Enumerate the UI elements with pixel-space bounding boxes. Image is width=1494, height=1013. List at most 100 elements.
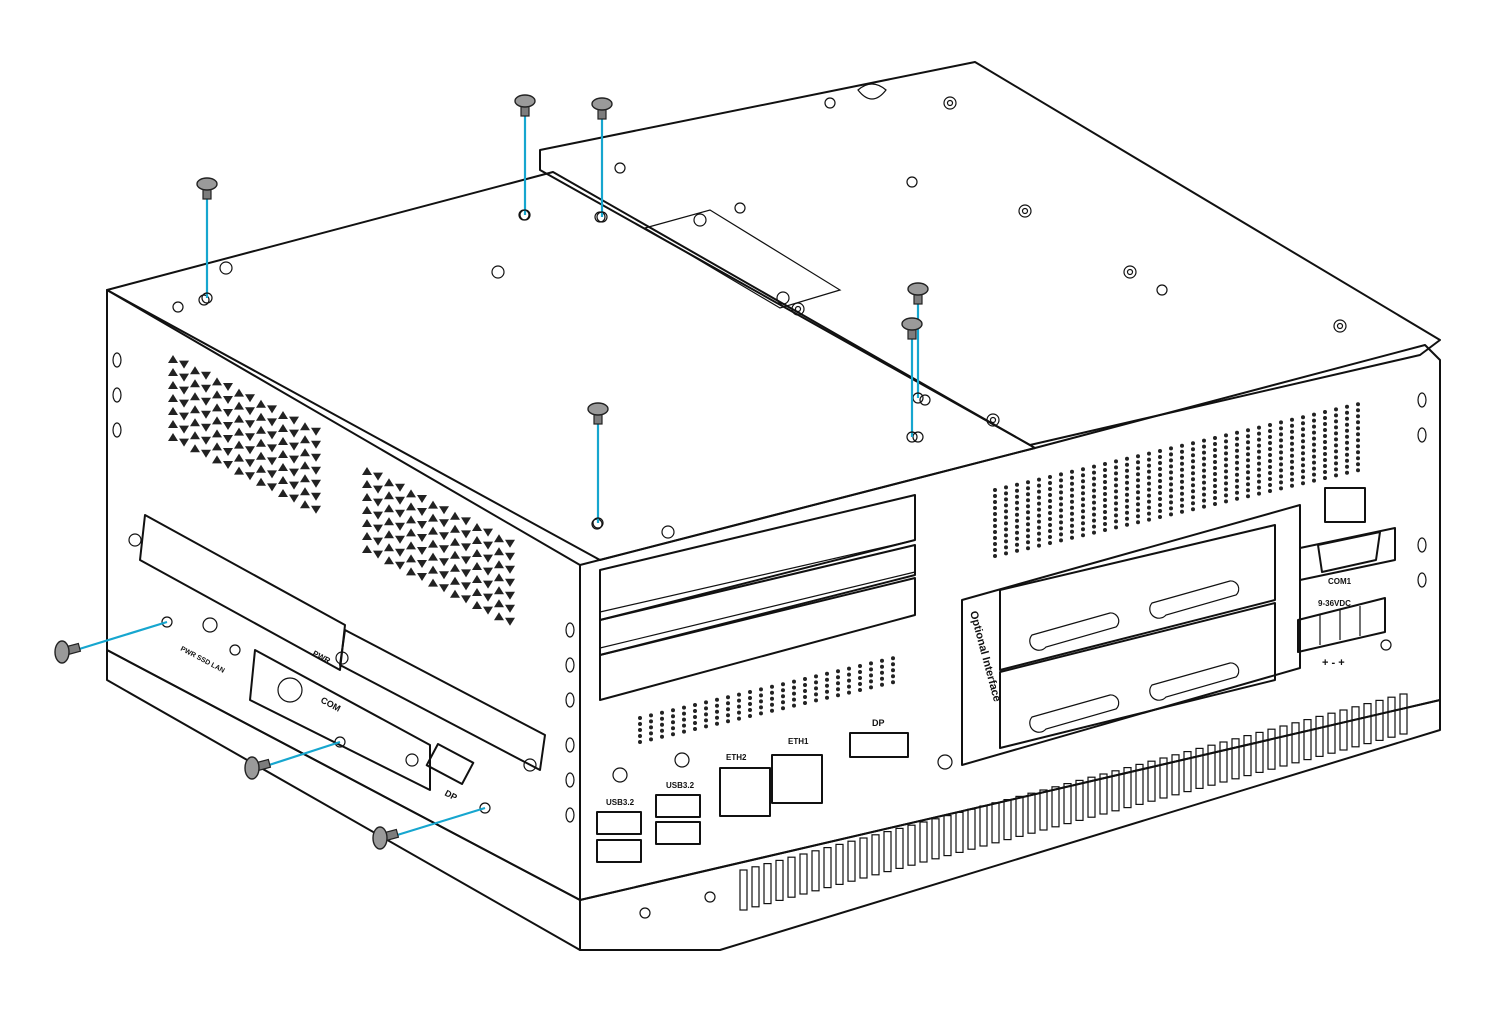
vent-dot (1257, 437, 1261, 442)
vent-dot (803, 677, 807, 681)
expansion-slot-brackets (599, 494, 916, 701)
vent-dot (759, 705, 763, 710)
vent-dot (1279, 450, 1283, 455)
vent-slot (417, 495, 427, 503)
vent-slot (461, 543, 471, 552)
vent-dot (671, 726, 675, 731)
vent-dot (1191, 477, 1195, 482)
vent-dot (1290, 447, 1294, 452)
vent-dot (825, 695, 829, 700)
vent-dot (993, 488, 997, 492)
vent-slot (245, 394, 255, 403)
service-plate (643, 209, 842, 309)
vent-dot (1048, 481, 1052, 485)
vent-dot (781, 706, 785, 711)
vent-dot (1103, 492, 1107, 496)
vent-dot (1004, 539, 1008, 544)
vent-slot (439, 532, 449, 541)
vent-dot (1037, 495, 1041, 500)
vent-dot (1356, 414, 1360, 419)
heatsink-fin (1339, 709, 1348, 751)
vent-dot (1125, 480, 1129, 485)
vent-dot (1092, 464, 1096, 469)
vent-dot (1356, 450, 1360, 455)
drive-bay-1 (139, 514, 346, 671)
front-expansion-plate (249, 649, 431, 791)
vent-dot (792, 685, 796, 690)
vent-dot (1290, 435, 1294, 440)
vent-dot (1268, 465, 1272, 469)
vent-dot (1026, 486, 1030, 491)
vent-dot (1004, 533, 1008, 538)
vent-slot (179, 425, 189, 434)
heatsink-fin (883, 830, 892, 873)
vent-dot (638, 734, 642, 738)
vent-dot (847, 678, 851, 683)
vent-dot (1345, 434, 1349, 439)
vent-slot (439, 519, 449, 528)
vent-dot (1059, 484, 1063, 489)
vent-dot (1224, 493, 1228, 498)
vent-slot (505, 565, 515, 574)
vent-dot (1037, 525, 1041, 530)
vent-dot (1125, 468, 1129, 473)
vent-dot (1103, 528, 1107, 532)
vent-slot (179, 412, 189, 421)
vent-dot (1026, 534, 1030, 539)
vent-dot (715, 715, 719, 720)
vent-dot (715, 697, 719, 702)
vent-dot (1290, 459, 1294, 464)
vent-dot (1070, 493, 1074, 498)
vent-dot (1213, 454, 1217, 458)
vent-dot (869, 673, 873, 678)
vent-dot (1290, 465, 1294, 470)
vent-dot (1180, 443, 1184, 448)
vent-dot (1312, 430, 1316, 435)
vent-dot (880, 670, 884, 675)
vent-dot (847, 690, 851, 695)
vent-slot (278, 450, 288, 458)
vent-dot (1246, 440, 1250, 445)
vent-dot (1048, 505, 1052, 509)
vent-dot (1081, 497, 1085, 502)
vent-slot (362, 493, 372, 501)
heatsink-fin (787, 856, 796, 898)
vent-dot (1246, 428, 1250, 433)
vent-dot (1356, 426, 1360, 431)
vent-slot (494, 586, 504, 595)
vent-dot (1015, 536, 1019, 541)
vent-dot (1114, 519, 1118, 524)
vent-slot (168, 368, 178, 376)
vent-dot (1048, 493, 1052, 497)
vent-dot (759, 693, 763, 698)
left-lower-skirt (106, 649, 581, 951)
vent-dot (759, 711, 763, 716)
vent-dot (1312, 424, 1316, 429)
vent-dot (1334, 431, 1338, 436)
vent-slot (494, 560, 504, 569)
vent-dot (1191, 441, 1195, 446)
heatsink-fin (1351, 706, 1360, 748)
vent-dot (1312, 466, 1316, 471)
vent-dot (1268, 429, 1272, 433)
vent-dot (858, 664, 862, 668)
vent-dot (891, 668, 895, 673)
vent-slot (450, 537, 460, 546)
vent-dot (1103, 522, 1107, 526)
vent-dot (847, 666, 851, 671)
vent-slot (179, 373, 189, 382)
vent-dot (1037, 489, 1041, 494)
vent-dot (1114, 495, 1118, 500)
vent-dot (1356, 438, 1360, 443)
heatsink-fin (775, 859, 784, 902)
vent-slot (362, 506, 372, 514)
vent-dot (1037, 543, 1041, 548)
heatsink-fin (1039, 789, 1048, 831)
vent-slot (300, 474, 310, 483)
vent-slot (190, 418, 200, 427)
vent-dot (770, 702, 774, 707)
vent-slot (234, 427, 244, 436)
vent-dot (1290, 453, 1294, 458)
vent-dot (1103, 510, 1107, 514)
vent-dot (1037, 507, 1041, 512)
